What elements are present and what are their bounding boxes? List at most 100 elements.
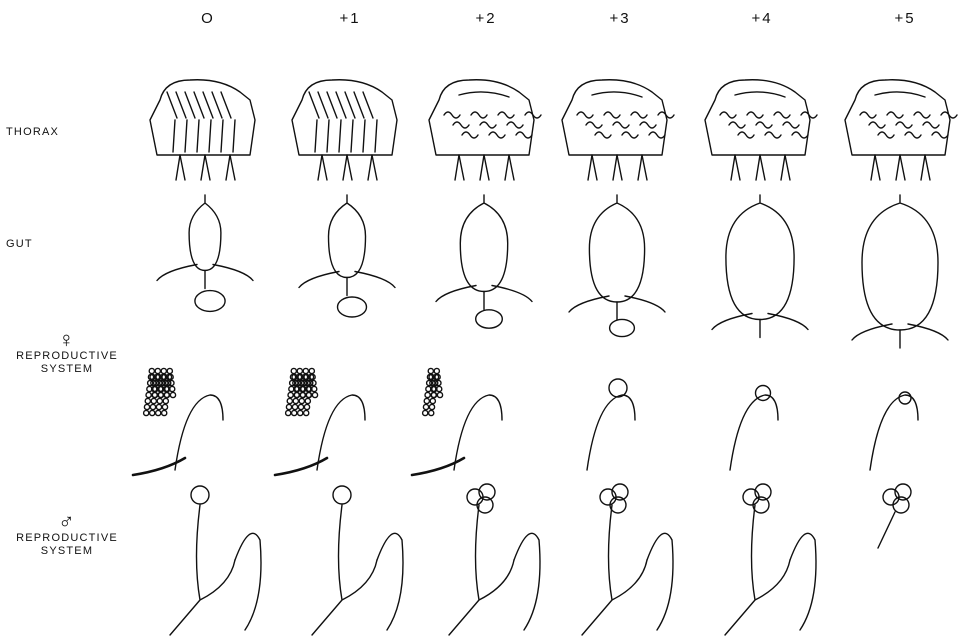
- thorax-degenerate-tissue-5-5: [905, 132, 921, 138]
- thorax-leg-1-1: [343, 155, 352, 180]
- thorax-degenerate-tissue-5-0: [860, 112, 876, 118]
- ovary-egg-2-11-1: [429, 410, 434, 415]
- thorax-degenerate-tissue-2-8: [516, 132, 532, 138]
- thorax-degenerate-tissue-4-3: [747, 112, 763, 118]
- ovary-egg-0-0-3: [170, 392, 175, 397]
- ovary-egg-0-9-0: [145, 398, 150, 403]
- thorax-leg-3-0: [588, 155, 597, 180]
- ovary-egg-0-9-3: [163, 398, 168, 403]
- thorax-degenerate-tissue-5-6: [914, 112, 930, 118]
- thorax-muscle-fiber-1-3: [351, 120, 353, 152]
- thorax-leg-5-0: [871, 155, 880, 180]
- ovary-egg-2-9-1: [430, 398, 435, 403]
- ovary-egg-1-11-2: [298, 410, 303, 415]
- thorax-leg-5-1: [896, 155, 905, 180]
- thorax-leg-0-1: [201, 155, 210, 180]
- thorax-muscle-fiber-0-2: [197, 120, 199, 152]
- thorax-degenerate-tissue-5-8: [932, 132, 948, 138]
- thorax-leg-0-0: [176, 155, 185, 180]
- ovary-egg-2-4-1: [434, 368, 439, 373]
- ovary-egg-2-4-0: [428, 368, 433, 373]
- thorax-muscle-fiber-1-0: [315, 120, 317, 152]
- thorax-outline-1: [292, 80, 397, 155]
- vas-deferens-2: [449, 505, 514, 635]
- thorax-muscle-fiber-1-5: [375, 120, 377, 152]
- thorax-degenerate-tissue-5-2: [878, 132, 894, 138]
- thorax-degenerate-tissue-4-7: [783, 122, 799, 128]
- thorax-remnant-band-3: [592, 92, 642, 97]
- ovary-egg-2-8-0: [425, 392, 430, 397]
- thorax-degenerate-tissue-5-7: [923, 122, 939, 128]
- thorax-degenerate-tissue-3-1: [586, 122, 602, 128]
- thorax-muscle-stripe-1-1: [318, 92, 328, 118]
- thorax-muscle-fiber-0-1: [185, 120, 187, 152]
- ovary-egg-1-9-2: [299, 398, 304, 403]
- thorax-remnant-band-5: [875, 92, 925, 97]
- vas-deferens-0: [170, 505, 235, 635]
- thorax-muscle-fiber-1-2: [339, 120, 341, 152]
- ovary-egg-1-10-0: [286, 404, 291, 409]
- spermatheca-duct-5: [870, 395, 918, 470]
- ovary-egg-1-9-3: [305, 398, 310, 403]
- thorax-degenerate-tissue-4-4: [756, 122, 772, 128]
- thorax-muscle-fiber-0-5: [233, 120, 235, 152]
- ovary-egg-1-10-3: [304, 404, 309, 409]
- gut-loop-2: [476, 310, 503, 328]
- thorax-degenerate-tissue-2-0: [444, 112, 460, 118]
- accessory-gland-1: [377, 533, 403, 630]
- thorax-degenerate-tissue-3-0: [577, 112, 593, 118]
- oviduct-dark-1: [275, 458, 327, 475]
- gut-crop-3: [589, 195, 644, 302]
- spermatheca-duct-3: [587, 395, 635, 470]
- thorax-muscle-stripe-1-6: [363, 92, 373, 118]
- ovary-egg-0-4-2: [161, 368, 166, 373]
- thorax-degenerate-tissue-3-2: [595, 132, 611, 138]
- testis-0: [191, 486, 209, 504]
- thorax-degenerate-tissue-3-6: [631, 112, 647, 118]
- ovary-egg-2-11-0: [423, 410, 428, 415]
- thorax-degenerate-tissue-4-5: [765, 132, 781, 138]
- thorax-degenerate-tissue-2-1: [453, 122, 469, 128]
- thorax-muscle-stripe-1-0: [309, 92, 319, 118]
- thorax-degenerate-tissue-2-5: [489, 132, 505, 138]
- thorax-muscle-stripe-0-3: [194, 92, 204, 118]
- oviduct-dark-2: [412, 458, 464, 475]
- thorax-leg-4-2: [781, 155, 790, 180]
- thorax-muscle-stripe-1-2: [327, 92, 337, 118]
- ovary-egg-2-10-0: [423, 404, 428, 409]
- ovary-egg-2-9-0: [424, 398, 429, 403]
- thorax-muscle-fiber-0-3: [209, 120, 211, 152]
- thorax-leg-1-2: [368, 155, 377, 180]
- thorax-degenerate-tissue-2-2: [462, 132, 478, 138]
- accessory-gland-2: [514, 533, 540, 630]
- ovary-egg-0-10-2: [156, 404, 161, 409]
- thorax-degenerate-tissue-2-3: [471, 112, 487, 118]
- thorax-muscle-fiber-0-4: [221, 120, 223, 152]
- thorax-muscle-stripe-1-3: [336, 92, 346, 118]
- thorax-muscle-stripe-0-6: [221, 92, 231, 118]
- ovary-egg-1-4-2: [303, 368, 308, 373]
- vas-deferens-4: [725, 505, 790, 635]
- vas-deferens-3: [582, 505, 647, 635]
- ovary-egg-0-10-3: [162, 404, 167, 409]
- ovary-egg-1-0-3: [312, 392, 317, 397]
- ovary-egg-0-8-0: [146, 392, 151, 397]
- ovary-egg-1-4-1: [297, 368, 302, 373]
- gut-crop-5: [862, 195, 938, 330]
- ovary-egg-0-10-1: [150, 404, 155, 409]
- thorax-degenerate-tissue-3-3: [604, 112, 620, 118]
- thorax-muscle-fiber-1-4: [363, 120, 365, 152]
- thorax-muscle-stripe-0-0: [167, 92, 177, 118]
- thorax-degenerate-tissue-2-7: [507, 122, 523, 128]
- ovary-egg-0-4-1: [155, 368, 160, 373]
- gut-loop-3: [610, 319, 635, 336]
- thorax-leg-4-0: [731, 155, 740, 180]
- ovary-egg-1-11-0: [286, 410, 291, 415]
- thorax-degenerate-tissue-3-5: [622, 132, 638, 138]
- thorax-leg-3-1: [613, 155, 622, 180]
- ovary-remnant-5: [899, 392, 911, 404]
- ovary-egg-0-10-0: [144, 404, 149, 409]
- oviduct-dark-0: [133, 458, 185, 475]
- ovary-egg-1-4-3: [309, 368, 314, 373]
- thorax-muscle-stripe-0-5: [212, 92, 222, 118]
